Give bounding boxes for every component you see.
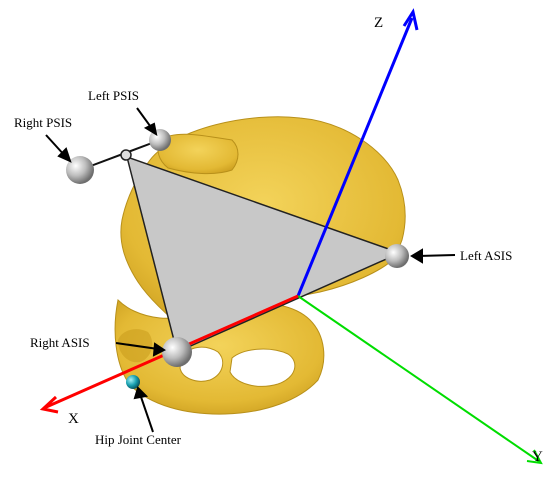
z-axis-arrowhead (402, 8, 419, 31)
left-psis-pointer-head (143, 122, 158, 137)
psis-midpoint-marker (120, 149, 132, 161)
x-axis-label: X (68, 411, 79, 427)
left-asis-label: Left ASIS (460, 248, 512, 263)
right-asis-marker (162, 337, 192, 367)
right-asis-pointer-head (152, 342, 166, 357)
right-psis-marker (66, 156, 94, 184)
hip-joint-center-label: Hip Joint Center (95, 432, 182, 447)
sacrum-shape (157, 133, 239, 175)
z-axis-line (296, 17, 414, 297)
left-psis-marker (149, 129, 171, 151)
right-psis-label: Right PSIS (14, 115, 72, 130)
y-axis-label: Y (532, 449, 543, 465)
coordinate-axes (39, 8, 543, 465)
z-axis-label: Z (374, 15, 383, 31)
obturator-hole-right (229, 348, 296, 387)
left-psis-label: Left PSIS (88, 88, 139, 103)
y-axis-arrowhead (526, 449, 543, 465)
hip-joint-center-pointer (139, 393, 154, 433)
x-axis-arrowhead (39, 395, 59, 414)
left-asis-marker (385, 244, 409, 268)
left-asis-pointer (417, 254, 456, 257)
hip-joint-center-pointer-head (133, 386, 149, 400)
pelvic-plane-triangle (125, 155, 403, 354)
annotation-arrows (45, 107, 456, 433)
right-asis-pointer (115, 342, 159, 350)
right-asis-label: Right ASIS (30, 335, 90, 350)
hip-joint-center-marker (126, 375, 140, 389)
right-psis-pointer-head (57, 147, 72, 163)
left-asis-pointer-head (410, 248, 423, 264)
y-axis-line (297, 295, 541, 463)
psis-connector-line (79, 139, 161, 171)
